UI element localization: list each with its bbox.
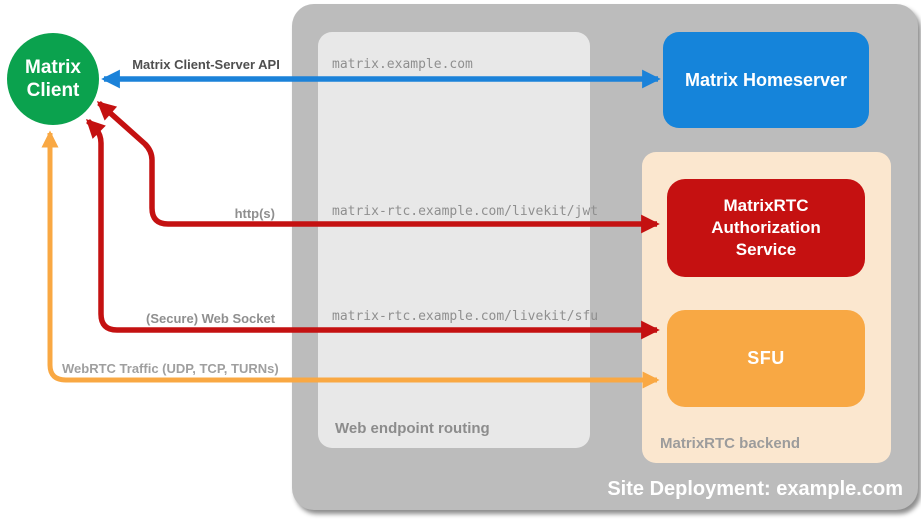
endpoint-livekit-sfu: matrix-rtc.example.com/livekit/sfu xyxy=(332,309,599,324)
matrix-homeserver-node: Matrix Homeserver xyxy=(663,32,869,128)
endpoint-livekit-jwt: matrix-rtc.example.com/livekit/jwt xyxy=(332,204,599,219)
matrixrtc-authorization-service-label: MatrixRTC Authorization Service xyxy=(711,195,821,260)
matrixrtc-authorization-service-node: MatrixRTC Authorization Service xyxy=(667,179,865,277)
matrixrtc-backend-label: MatrixRTC backend xyxy=(660,435,801,452)
webrtc-traffic-label: WebRTC Traffic (UDP, TCP, TURNs) xyxy=(62,361,279,376)
matrix-client-label: Matrix Client xyxy=(25,56,81,101)
secure-websocket-label: (Secure) Web Socket xyxy=(146,311,276,326)
sfu-label: SFU xyxy=(747,348,785,368)
https-label: http(s) xyxy=(234,206,275,221)
sfu-node: SFU xyxy=(667,310,865,407)
web-endpoint-routing-container: Web endpoint routing xyxy=(318,32,590,448)
client-server-api-label: Matrix Client-Server API xyxy=(132,57,280,72)
endpoint-matrix-example-com: matrix.example.com xyxy=(332,57,473,72)
matrix-client-node: Matrix Client xyxy=(7,33,99,125)
web-endpoint-routing-label: Web endpoint routing xyxy=(335,420,490,437)
site-deployment-label: Site Deployment: example.com xyxy=(607,478,903,500)
matrix-homeserver-label: Matrix Homeserver xyxy=(684,69,848,90)
